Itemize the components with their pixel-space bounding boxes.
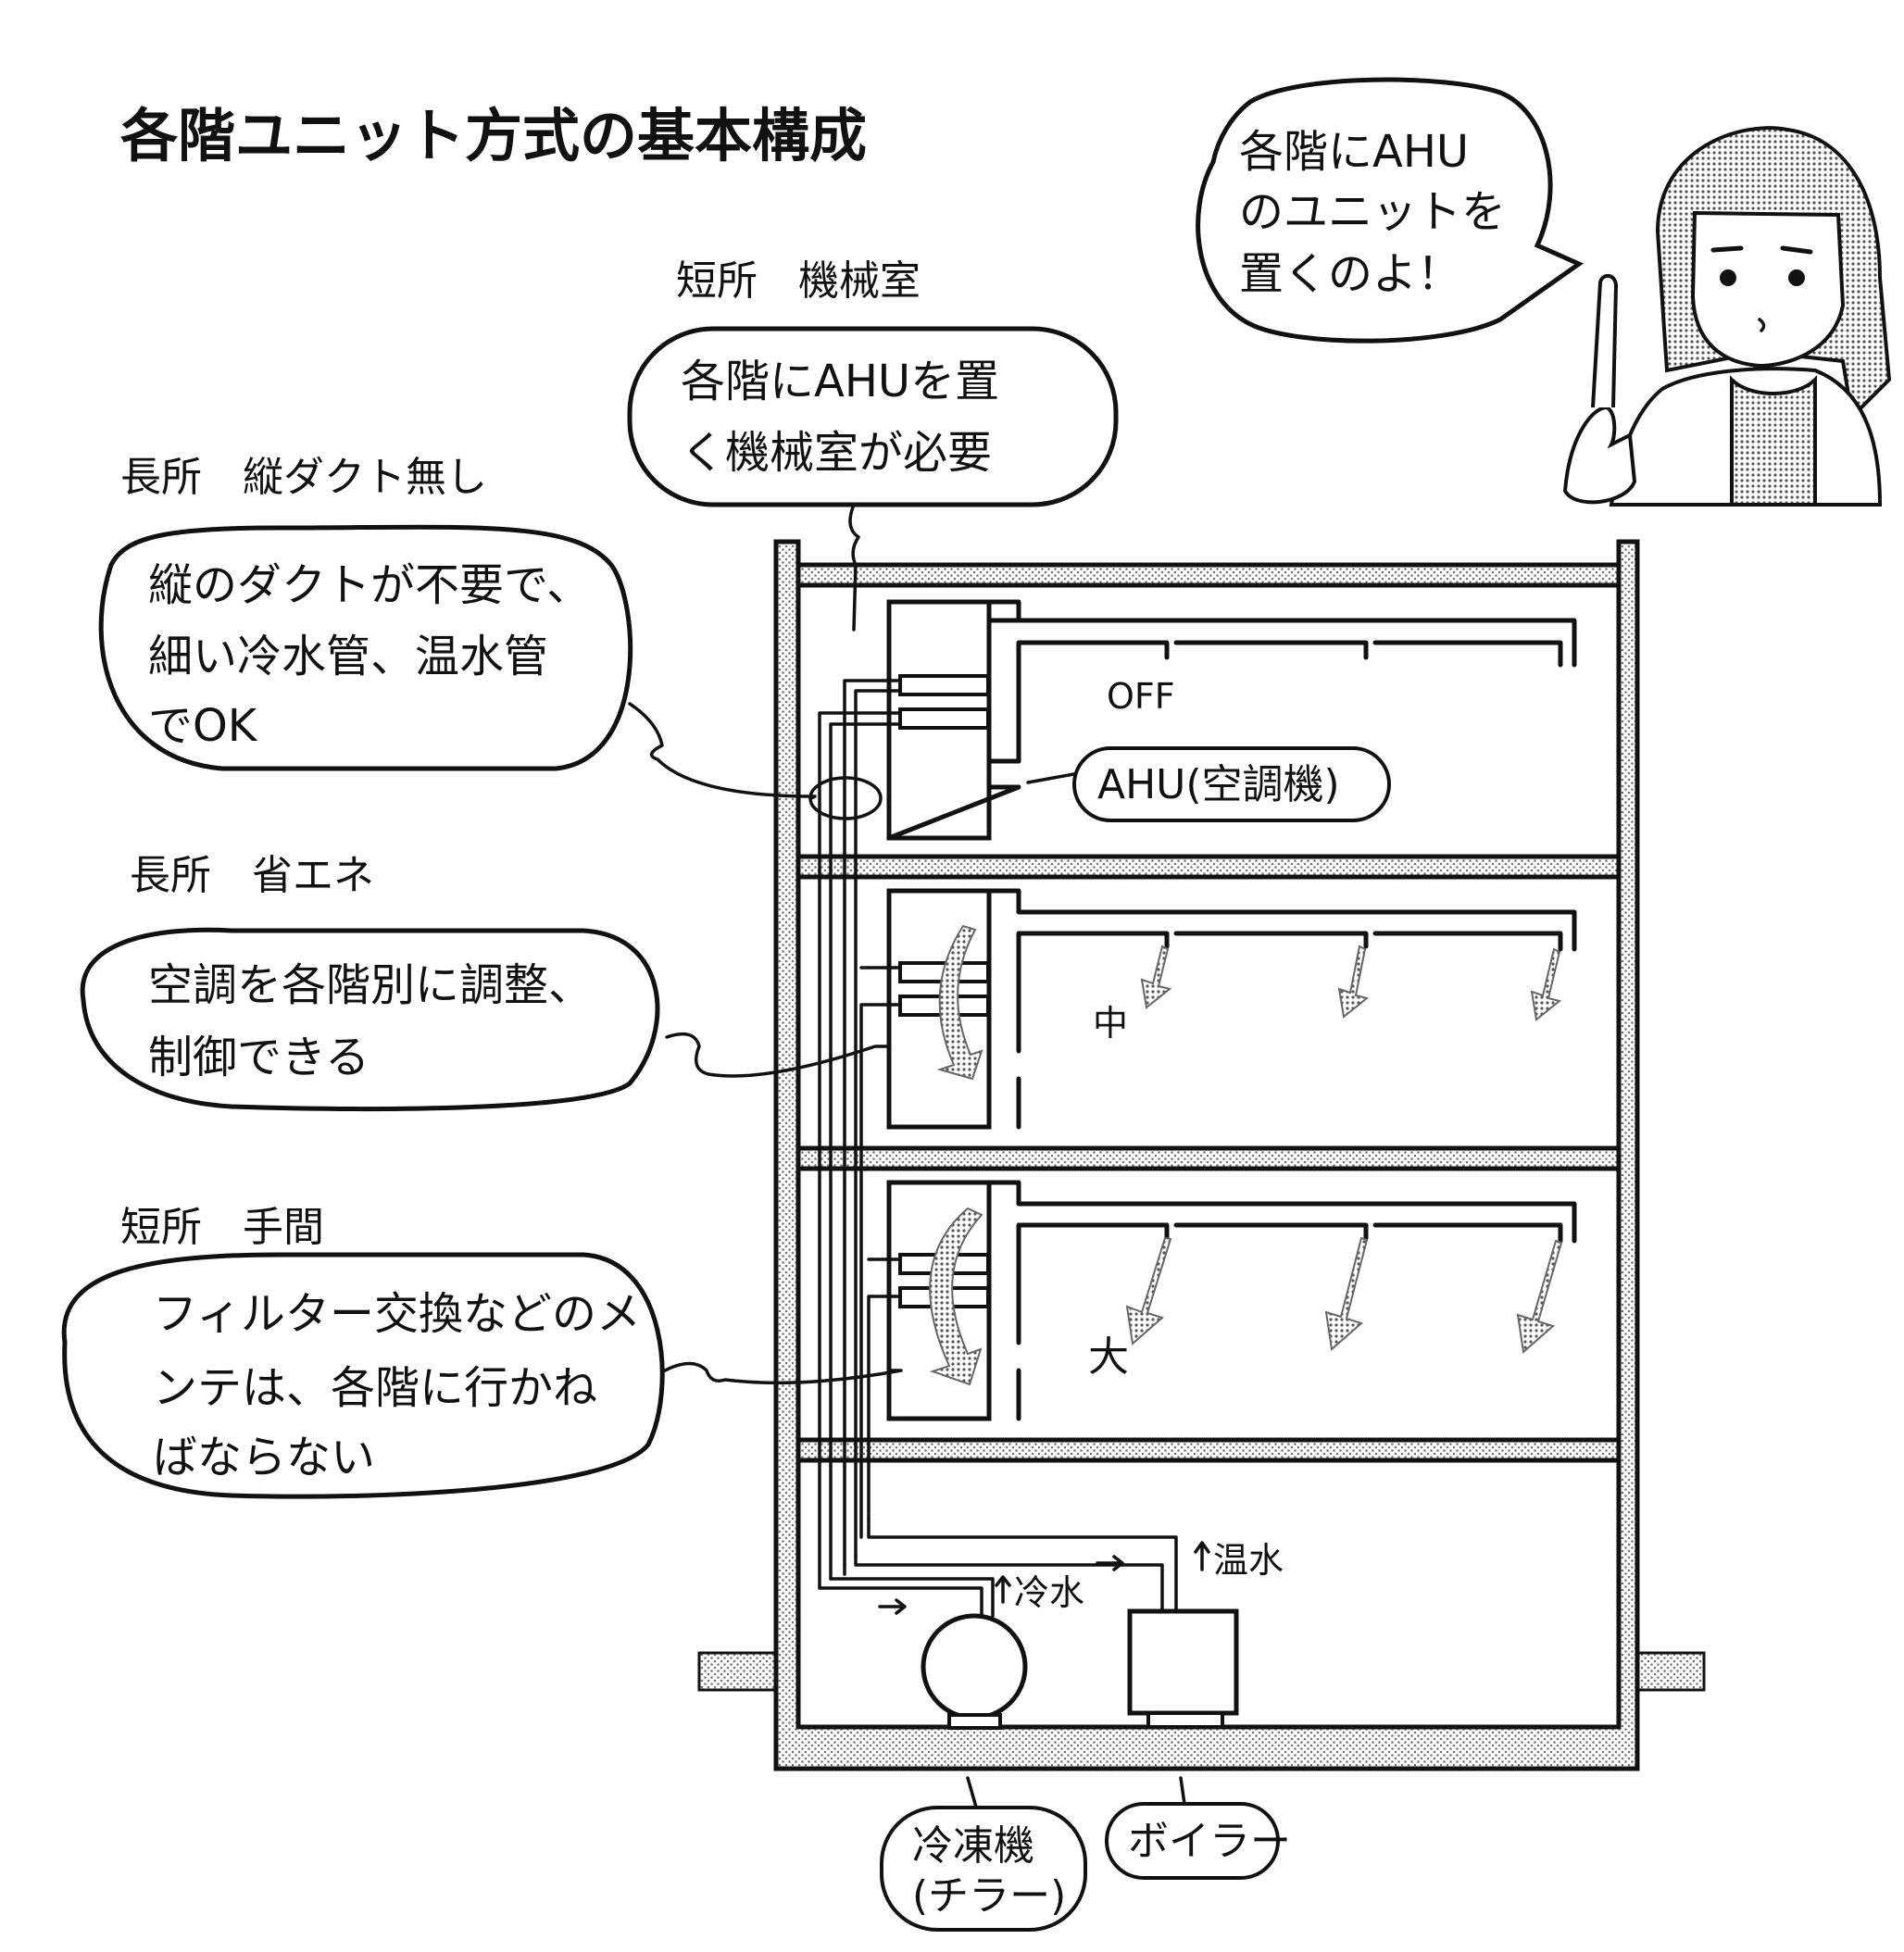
flow-arrow-icon [929, 1207, 983, 1386]
note-1-bubble: 各階にAHUを置 く機械室が必要 [627, 326, 1119, 632]
note-2-heading: 長所 縦ダクト無し [120, 454, 487, 501]
svg-text:でOK: でOK [148, 700, 258, 752]
svg-text:ばならない: ばならない [153, 1432, 375, 1483]
boiler-callout: ボイラー [1105, 1776, 1291, 1880]
svg-text:フィルター交換などのメ: フィルター交換などのメ [153, 1288, 641, 1340]
ahu-label: AHU(空調機) [1097, 761, 1340, 808]
flow-arrow-icon [1125, 1236, 1172, 1345]
chiller-label-2: (チラー) [912, 1872, 1066, 1920]
ahu-callout: AHU(空調機) [1026, 746, 1391, 822]
flow-arrow-icon [995, 1575, 1011, 1604]
svg-text:細い冷水管、温水管: 細い冷水管、温水管 [148, 631, 548, 682]
chiller-callout: 冷凍機 (チラー) [880, 1776, 1087, 1932]
svg-text:各階にAHUを置: 各階にAHUを置 [681, 356, 999, 407]
flow-arrow-icon [1337, 945, 1370, 1019]
diagram-title: 各階ユニット方式の基本構成 [120, 102, 867, 169]
chiller-icon [921, 1613, 1028, 1730]
flow-arrow-icon [1530, 947, 1562, 1021]
chiller-label-1: 冷凍機 [912, 1822, 1034, 1870]
speech-bubble: 各階にAHU のユニットを 置くのよ！ [1196, 77, 1585, 344]
floor-3-ahu [886, 599, 1577, 841]
hot-water-label: 温水 [1213, 1540, 1284, 1581]
floor-2-ahu [886, 888, 1577, 1130]
note-2-bubble: 縦のダクトが不要で、 細い冷水管、温水管 でOK [98, 524, 817, 800]
floor-2-status: 中 [1093, 1003, 1128, 1044]
svg-text:制御できる: 制御できる [148, 1032, 370, 1083]
flow-arrow-icon [1516, 1239, 1563, 1354]
water-pipes [818, 679, 1178, 1618]
floor-1-ahu [886, 1180, 1577, 1421]
floor-1-status: 大 [1088, 1333, 1129, 1381]
flow-arrow-icon [1140, 945, 1172, 1009]
svg-text:のユニットを: のユニットを [1239, 186, 1506, 238]
flow-arrow-icon [878, 1598, 907, 1615]
woman-character-icon [1562, 126, 1892, 507]
flow-arrow-icon [1324, 1236, 1369, 1351]
svg-text:縦のダクトが不要で、: 縦のダクトが不要で、 [148, 559, 591, 611]
cold-water-label: 冷水 [1014, 1572, 1084, 1613]
boiler-label: ボイラー [1128, 1818, 1291, 1865]
flow-arrow-icon [1194, 1541, 1210, 1571]
svg-text:く機械室が必要: く機械室が必要 [681, 427, 992, 479]
floor-3-status: OFF [1107, 676, 1175, 717]
note-1-heading: 短所 機械室 [676, 257, 921, 305]
svg-text:各階にAHU: 各階にAHU [1239, 126, 1469, 178]
note-4-bubble: フィルター交換などのメ ンテは、各階に行かね ばならない [61, 1252, 903, 1499]
flow-arrow-icon [936, 924, 983, 1081]
svg-text:置くのよ！: 置くのよ！ [1239, 248, 1461, 300]
svg-text:ンテは、各階に行かね: ンテは、各階に行かね [153, 1362, 597, 1414]
boiler-icon [1127, 1608, 1239, 1729]
svg-text:空調を各階別に調整、: 空調を各階別に調整、 [148, 959, 593, 1011]
note-4-heading: 短所 手間 [120, 1204, 324, 1251]
note-3-bubble: 空調を各階別に調整、 制御できる [80, 927, 891, 1111]
flow-arrow-icon [1096, 1555, 1124, 1571]
note-3-heading: 長所 省エネ [130, 852, 374, 899]
building-structure [697, 539, 1706, 1771]
